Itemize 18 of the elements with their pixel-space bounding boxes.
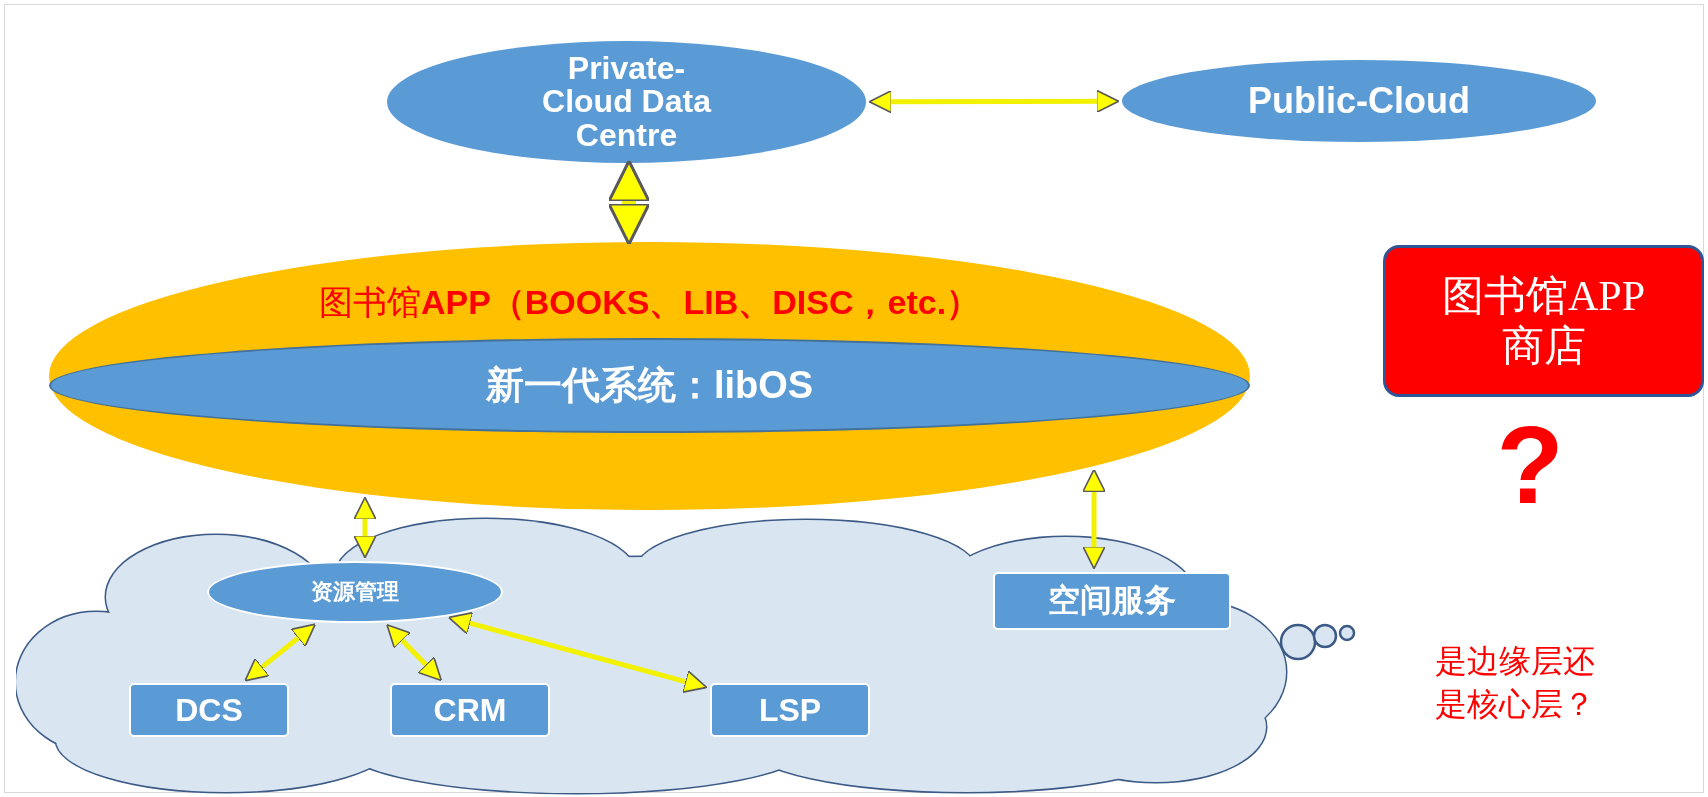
system-ellipse: 新一代系统：libOS	[49, 338, 1250, 433]
double-arrow	[607, 159, 651, 246]
double-arrow	[447, 611, 708, 694]
note-text: 是边缘层还是核心层？	[1434, 642, 1596, 725]
cloud-ellipse: Private-Cloud Data Centre	[387, 41, 866, 163]
double-arrow	[1082, 468, 1106, 570]
question-mark: ?	[1495, 410, 1565, 520]
double-arrow	[353, 496, 377, 559]
double-arrow	[868, 89, 1120, 114]
layer-heading: 图书馆APP（BOOKS、LIB、DISC，etc.）	[318, 282, 981, 323]
double-arrow	[386, 623, 443, 682]
store-box: 图书馆APP商店	[1383, 245, 1704, 397]
cloud-ellipse: Public-Cloud	[1122, 60, 1596, 142]
module-box: 空间服务	[993, 572, 1231, 630]
double-arrow	[244, 623, 317, 682]
module-box: CRM	[390, 683, 550, 737]
module-box: DCS	[129, 683, 289, 737]
module-box: LSP	[710, 683, 870, 737]
